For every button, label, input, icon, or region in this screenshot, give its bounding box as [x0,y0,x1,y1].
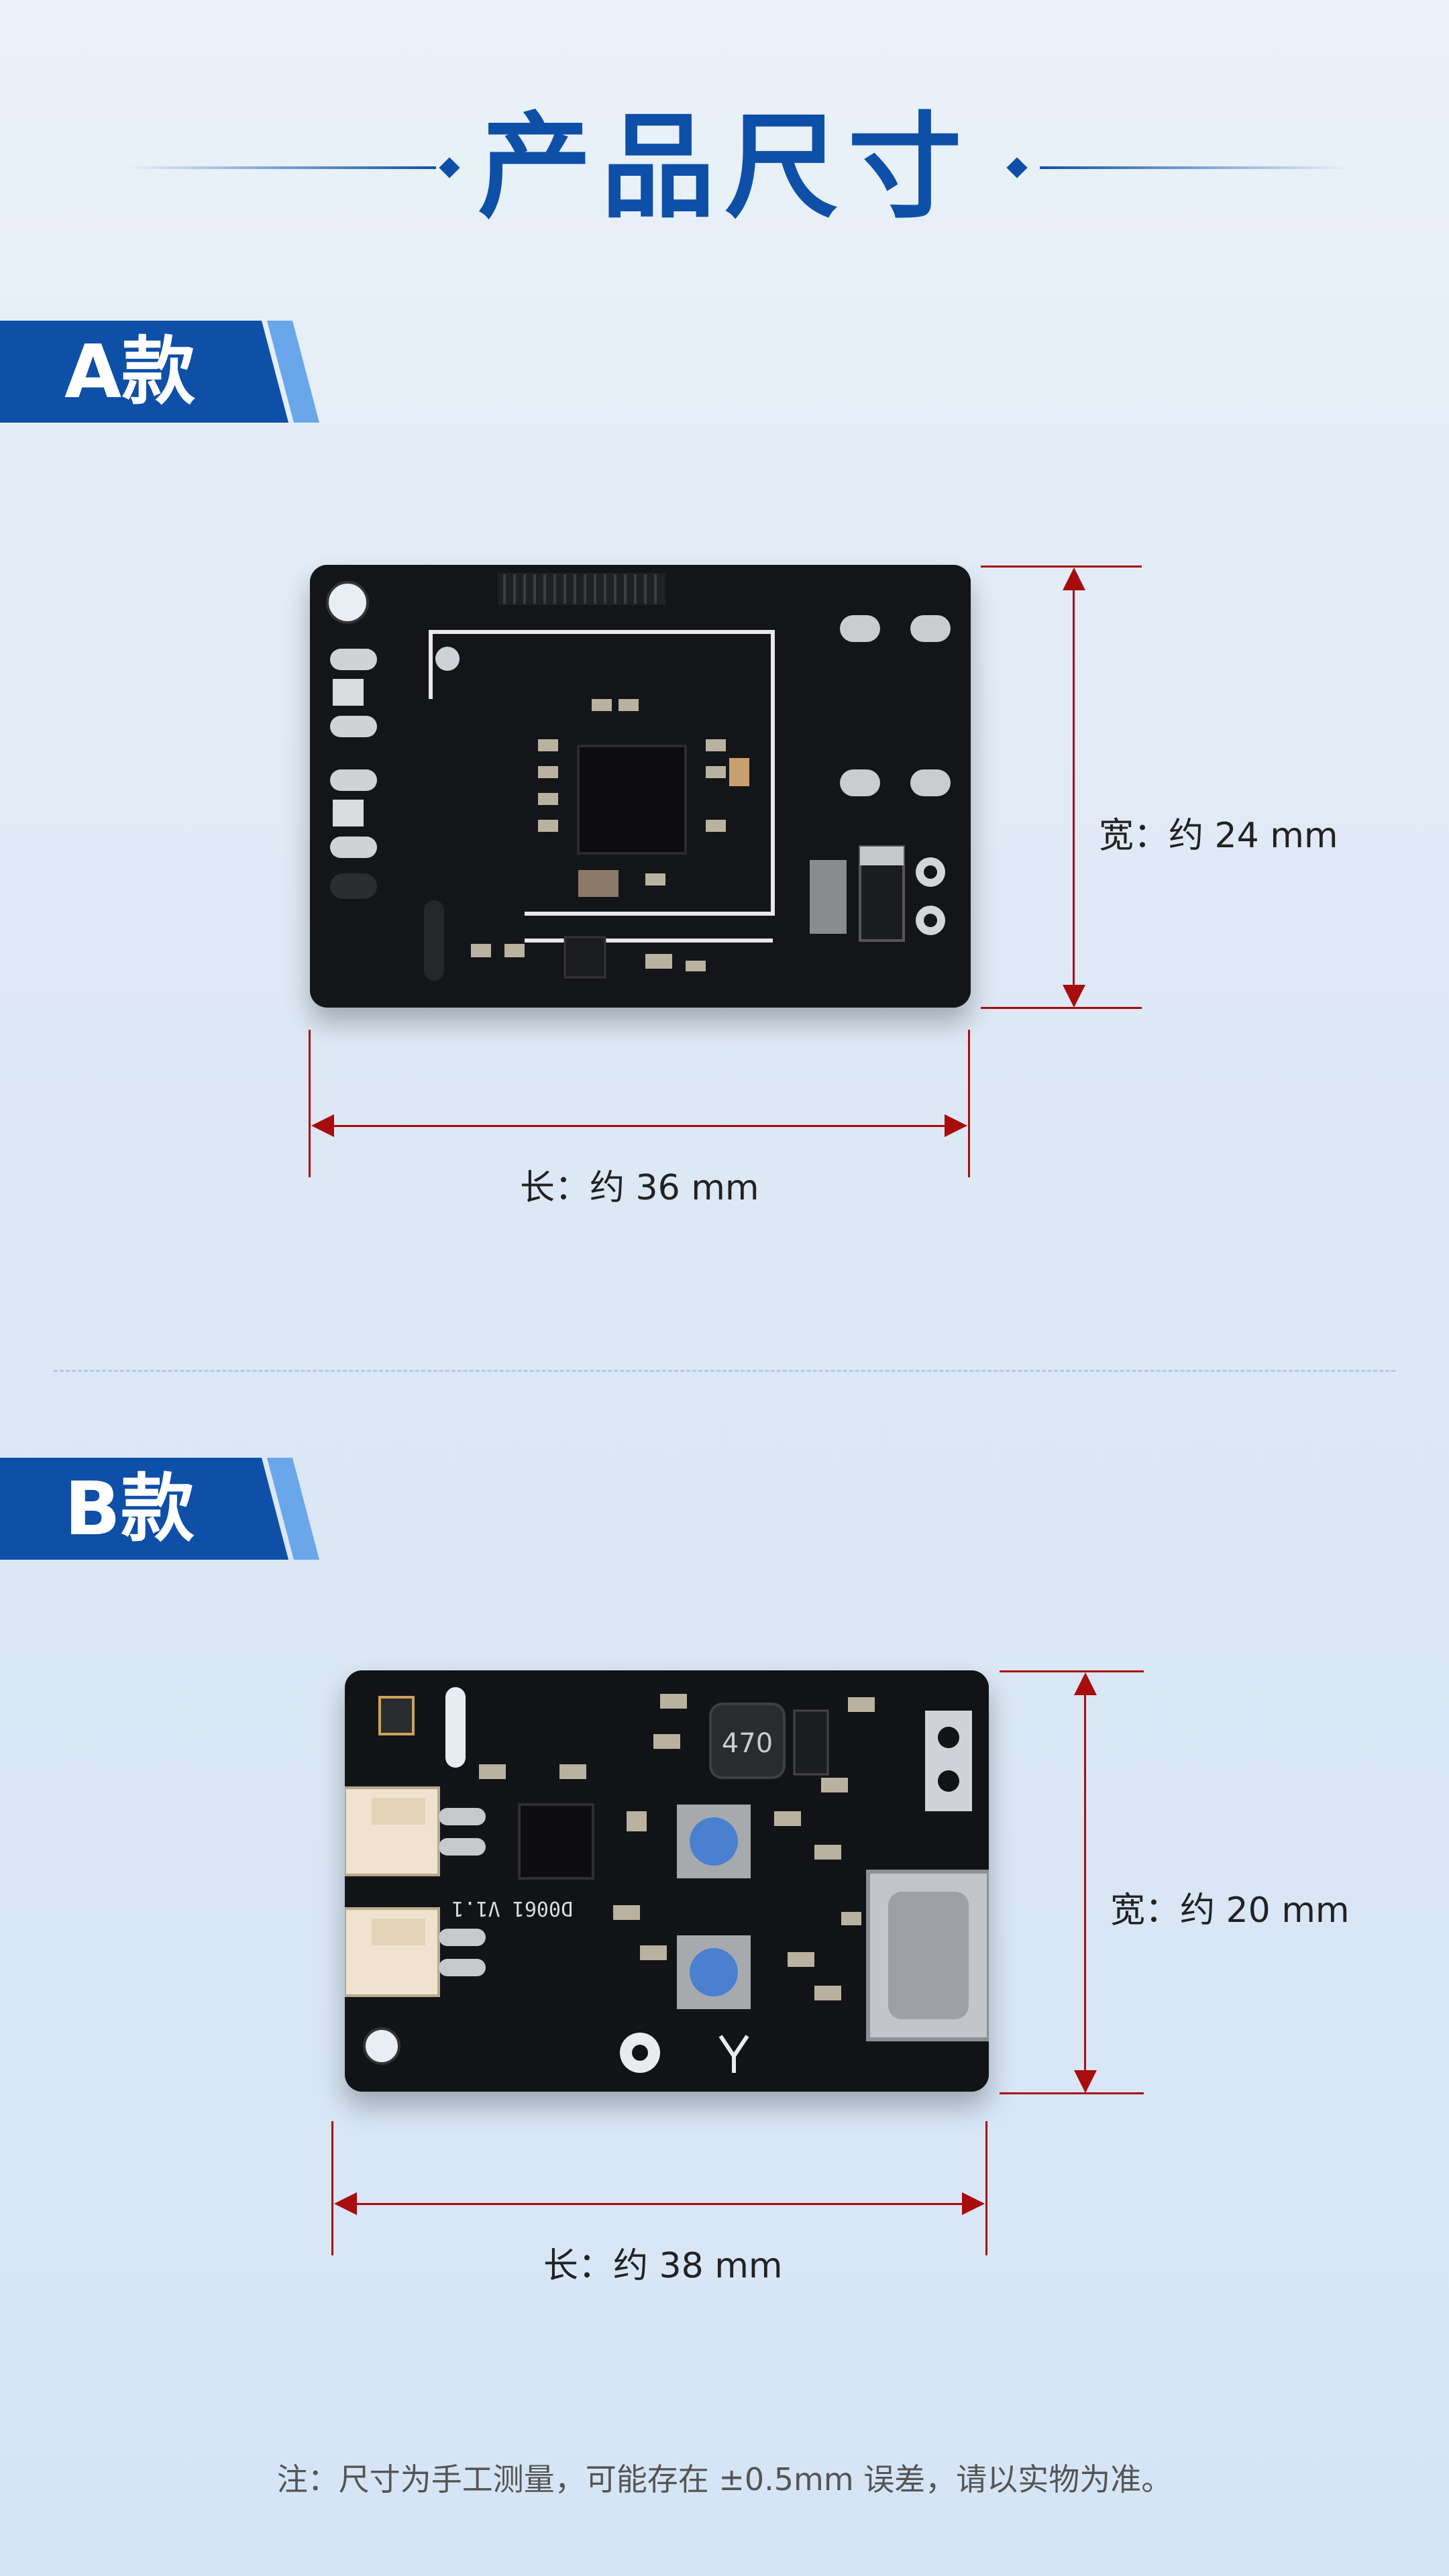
a-width-arrow-top [1063,568,1085,590]
board-a-artwork [310,565,971,1008]
section-a-tag-label: A款 [64,329,196,415]
a-width-extension-top [981,566,1142,568]
section-divider [54,1370,1395,1372]
section-b-tag-bg [0,1458,288,1560]
a-width-label: 宽：约 24 mm [1099,816,1338,856]
b-width-extension-top [1000,1670,1144,1672]
board-a-photo [310,565,971,1008]
a-length-label: 长：约 36 mm [520,1168,759,1208]
b-length-line [345,2203,974,2205]
a-length-line [322,1125,957,1127]
board-b-silkscreen: D0061 V1.1 [451,1896,573,1920]
board-b-photo: 470 D0061 V1.1 [345,1670,989,2092]
b-width-extension-bottom [1000,2092,1144,2094]
title-line-right [1040,166,1348,169]
b-length-label: 长：约 38 mm [543,2246,783,2286]
inductor-marking: 470 [722,1728,773,1759]
b-width-label: 宽：约 20 mm [1110,1890,1350,1931]
a-length-arrow-left [311,1114,334,1137]
b-width-line [1084,1682,1086,2082]
board-b-artwork: 470 D0061 V1.1 [345,1670,989,2092]
b-length-arrow-left [334,2192,357,2215]
a-width-line [1073,577,1075,997]
b-width-arrow-top [1074,1672,1097,1695]
a-length-extension-right [968,1030,970,1177]
b-length-extension-left [331,2121,333,2255]
a-width-extension-bottom [981,1007,1142,1009]
section-b-tag-label: B款 [64,1466,195,1552]
measurement-note: 注：尺寸为手工测量，可能存在 ±0.5mm 误差，请以实物为准。 [276,2461,1173,2498]
page-title: 产品尺寸 [477,101,971,234]
a-length-arrow-right [945,1114,967,1137]
section-a-tag-bg [0,321,288,423]
a-length-extension-left [309,1030,311,1177]
a-width-arrow-bottom [1063,985,1085,1008]
title-line-left [127,166,436,169]
b-length-extension-right [985,2121,987,2255]
section-a-tag: A款 [0,321,322,423]
b-width-arrow-bottom [1074,2070,1097,2093]
section-b-tag: B款 [0,1458,322,1560]
b-length-arrow-right [962,2192,985,2215]
